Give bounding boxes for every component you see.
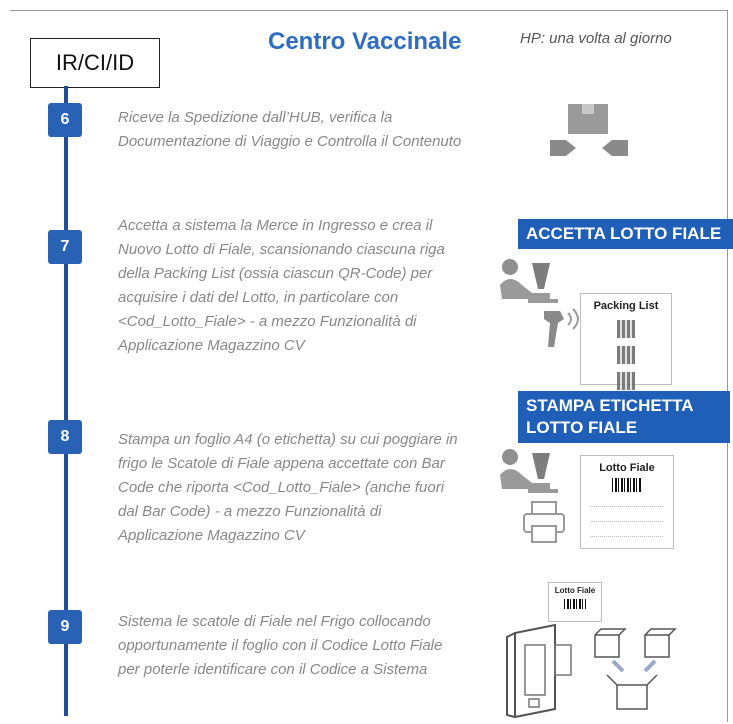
accetta-lotto-banner: ACCETTA LOTTO FIALE [518, 219, 733, 249]
barcode-scanner-icon [544, 308, 579, 347]
step-badge-7: 7 [48, 230, 82, 264]
step-badge-9: 9 [48, 610, 82, 644]
step-7-text: Accetta a sistema la Merce in Ingresso e… [118, 217, 445, 354]
barcode-icon [612, 478, 642, 492]
small-lotto-label: Lotto Fiale [554, 586, 596, 595]
step-9-text: Sistema le scatole di Fiale nel Frigo co… [118, 613, 443, 678]
qr-code-icon [617, 320, 635, 338]
barcode-icon [564, 599, 586, 609]
step-6-text: Riceve la Spedizione dall’HUB, verifica … [118, 109, 462, 150]
package-receive-icon [550, 104, 628, 156]
page-frame [10, 10, 728, 722]
operator-computer-icon [500, 449, 558, 493]
small-lotto-label-card: Lotto Fiale [548, 582, 602, 622]
role-tag: IR/CI/ID [30, 38, 160, 88]
step-8-text: Stampa un foglio A4 (o etichetta) su cui… [118, 431, 458, 544]
packing-list-card: Packing List [580, 293, 672, 390]
timeline-line [64, 86, 68, 716]
divider [591, 521, 663, 522]
packing-list-label: Packing List [593, 300, 659, 312]
lotto-fiale-label-card: Lotto Fiale [580, 455, 674, 549]
divider [591, 506, 663, 507]
stampa-etichetta-banner: STAMPA ETICHETTA LOTTO FIALE [518, 391, 730, 443]
qr-code-icon [617, 346, 635, 364]
step-badge-8: 8 [48, 420, 82, 454]
qr-code-icon [617, 372, 635, 390]
lotto-fiale-label: Lotto Fiale [599, 462, 655, 474]
operator-computer-icon [500, 259, 558, 303]
printer-icon [523, 501, 565, 543]
fridge-with-boxes-icon [506, 623, 677, 719]
step-badge-6: 6 [48, 103, 82, 137]
page-title: Centro Vaccinale [268, 28, 462, 55]
divider [591, 536, 663, 537]
frequency-note: HP: una volta al giorno [520, 30, 672, 47]
